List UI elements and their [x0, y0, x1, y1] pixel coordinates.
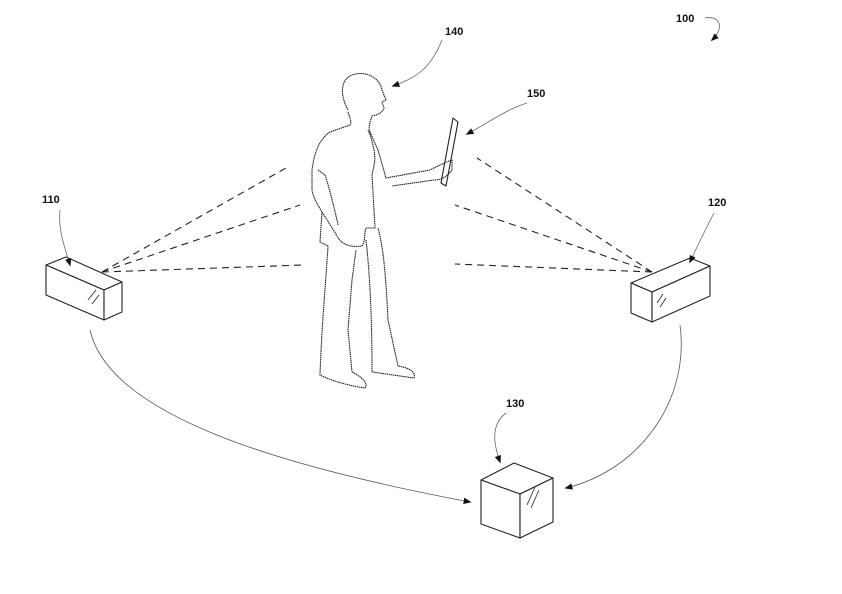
label-130: 130 [506, 398, 525, 410]
user-140 [311, 72, 459, 389]
label-100: 100 [676, 13, 695, 25]
processor-130 [480, 462, 554, 539]
camera-120 [630, 257, 711, 323]
camera-110 [45, 256, 123, 321]
link-110-130 [89, 329, 472, 504]
link-120-130 [564, 324, 682, 490]
label-150: 150 [527, 88, 546, 100]
leader-lines [59, 17, 720, 464]
sight-lines [101, 157, 653, 273]
label-140: 140 [445, 26, 464, 38]
label-110: 110 [42, 194, 60, 206]
label-120: 120 [708, 197, 727, 209]
